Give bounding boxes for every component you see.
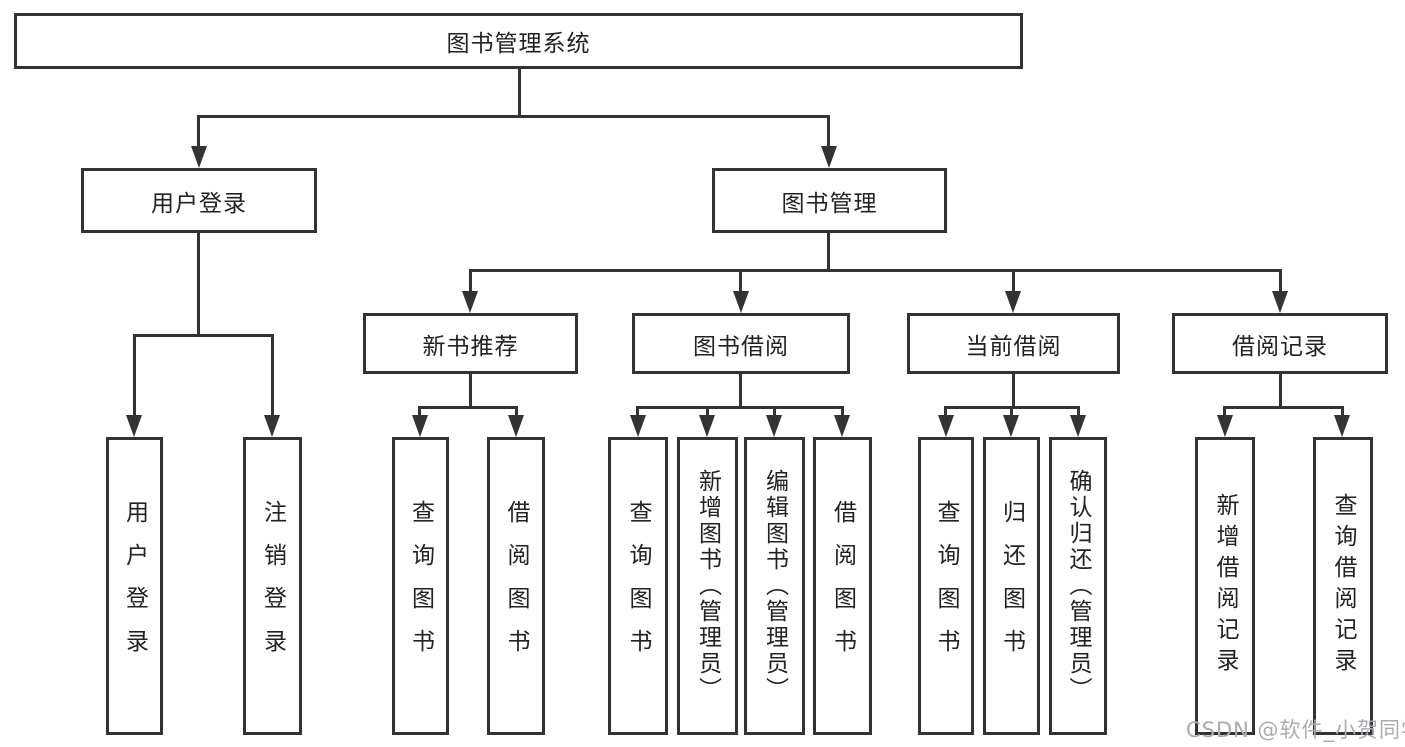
leaf-add-book-admin-label: 新增图书（管理员）: [694, 469, 721, 703]
connector-new-books-stem: [469, 374, 472, 409]
connector-arrowhead-current-borrow: [1005, 291, 1021, 313]
leaf-query-books-1-label: 查询图书: [407, 500, 434, 672]
node-current-borrowing-label: 当前借阅: [965, 333, 1062, 360]
connector-book-borrow-drop: [739, 269, 742, 292]
node-user-login-label: 用户登录: [151, 190, 247, 217]
connector-arrowhead-nb-leaf1: [412, 415, 428, 437]
leaf-logout-label: 注销登录: [259, 500, 286, 672]
leaf-confirm-return-admin: 确认归还（管理员）: [1049, 437, 1107, 735]
leaf-query-borrow-record: 查询借阅记录: [1313, 437, 1373, 735]
connector-current-borrow-drop: [1012, 269, 1015, 292]
connector-book-borrow-bus: [636, 406, 844, 409]
connector-arrowhead-bb-leaf1: [630, 415, 646, 437]
connector-arrowhead-br-leaf2: [1334, 415, 1350, 437]
connector-level3-bus: [469, 269, 1282, 272]
node-book-borrowing: 图书借阅: [632, 313, 850, 374]
connector-arrowhead-book-mgmt: [821, 146, 837, 168]
connector-cb-leaf1-drop: [944, 406, 947, 417]
connector-arrowhead-nb-leaf2: [508, 415, 524, 437]
leaf-query-books-2-label: 查询图书: [625, 500, 651, 672]
node-borrow-records: 借阅记录: [1172, 313, 1388, 374]
connector-borrow-records-drop: [1279, 269, 1282, 292]
node-book-borrowing-label: 图书借阅: [693, 333, 789, 360]
node-user-login: 用户登录: [81, 168, 317, 233]
connector-arrowhead-cb-leaf1: [938, 415, 954, 437]
connector-bb-leaf1-drop: [636, 406, 639, 417]
leaf-add-borrow-record: 新增借阅记录: [1195, 437, 1255, 735]
connector-arrowhead-bb-leaf2: [699, 415, 715, 437]
connector-arrowhead-leaf-logout: [264, 415, 280, 437]
leaf-query-books-2: 查询图书: [608, 437, 668, 735]
connector-new-books-drop: [469, 269, 472, 292]
node-book-management-label: 图书管理: [781, 190, 878, 217]
leaf-logout: 注销登录: [243, 437, 302, 735]
connector-user-login-drop: [197, 115, 200, 147]
connector-borrow-records-stem: [1279, 374, 1282, 409]
leaf-add-borrow-record-label: 新增借阅记录: [1212, 493, 1238, 679]
connector-root-drop: [518, 69, 521, 117]
leaf-borrow-books-1: 借阅图书: [487, 437, 545, 735]
connector-bb-leaf2-drop: [706, 406, 709, 417]
node-current-borrowing: 当前借阅: [907, 313, 1120, 374]
leaf-confirm-return-admin-label: 确认归还（管理员）: [1065, 469, 1091, 703]
leaf-query-books-3: 查询图书: [918, 437, 974, 735]
connector-arrowhead-bb-leaf4: [834, 415, 850, 437]
connector-user-login-bus: [133, 334, 274, 337]
node-book-management: 图书管理: [712, 168, 947, 233]
leaf-return-books: 归还图书: [983, 437, 1040, 735]
node-root-label: 图书管理系统: [446, 31, 591, 57]
connector-br-leaf2-drop: [1341, 406, 1344, 417]
connector-user-login-stem: [197, 233, 200, 337]
connector-book-borrow-stem: [739, 374, 742, 409]
leaf-return-books-label: 归还图书: [998, 500, 1025, 672]
leaf-borrow-books-2: 借阅图书: [813, 437, 872, 735]
connector-book-mgmt-stem: [827, 233, 830, 272]
connector-leaf-logout-drop: [271, 334, 274, 416]
node-borrow-records-label: 借阅记录: [1232, 333, 1328, 360]
connector-level2-bus: [198, 115, 830, 118]
connector-arrowhead-bb-leaf3: [766, 415, 782, 437]
leaf-add-book-admin: 新增图书（管理员）: [677, 437, 738, 735]
connector-cb-leaf3-drop: [1077, 406, 1080, 417]
connector-cb-leaf2-drop: [1010, 406, 1013, 417]
connector-arrowhead-leaf-login: [126, 415, 142, 437]
leaf-edit-book-admin-label: 编辑图书（管理员）: [761, 469, 788, 703]
connector-book-mgmt-drop: [827, 115, 830, 147]
leaf-edit-book-admin: 编辑图书（管理员）: [744, 437, 805, 735]
connector-arrowhead-cb-leaf2: [1003, 415, 1019, 437]
watermark-text: CSDN @软件_小贺同学: [1186, 718, 1405, 742]
connector-nb-leaf2-drop: [515, 406, 518, 417]
leaf-borrow-books-2-label: 借阅图书: [829, 500, 856, 672]
connector-bb-leaf4-drop: [841, 406, 844, 417]
connector-current-borrow-stem: [1012, 374, 1015, 409]
leaf-query-books-1: 查询图书: [392, 437, 449, 735]
connector-leaf-login-drop: [133, 334, 136, 416]
connector-arrowhead-cb-leaf3: [1070, 415, 1086, 437]
connector-arrowhead-br-leaf1: [1217, 415, 1233, 437]
connector-nb-leaf1-drop: [418, 406, 421, 417]
connector-new-books-bus: [418, 406, 518, 409]
connector-arrowhead-new-books: [462, 291, 478, 313]
connector-borrow-records-bus: [1223, 406, 1344, 409]
leaf-borrow-books-1-label: 借阅图书: [503, 500, 529, 672]
connector-arrowhead-book-borrow: [733, 291, 749, 313]
leaf-query-borrow-record-label: 查询借阅记录: [1330, 493, 1356, 679]
connector-arrowhead-user-login: [191, 146, 207, 168]
node-new-book-recommend: 新书推荐: [363, 313, 578, 374]
leaf-user-login: 用户登录: [106, 437, 163, 735]
node-new-book-recommend-label: 新书推荐: [422, 333, 519, 360]
leaf-user-login-label: 用户登录: [121, 500, 148, 672]
connector-br-leaf1-drop: [1223, 406, 1226, 417]
connector-arrowhead-borrow-records: [1272, 291, 1288, 313]
node-root: 图书管理系统: [14, 13, 1023, 69]
connector-bb-leaf3-drop: [773, 406, 776, 417]
leaf-query-books-3-label: 查询图书: [933, 500, 959, 672]
